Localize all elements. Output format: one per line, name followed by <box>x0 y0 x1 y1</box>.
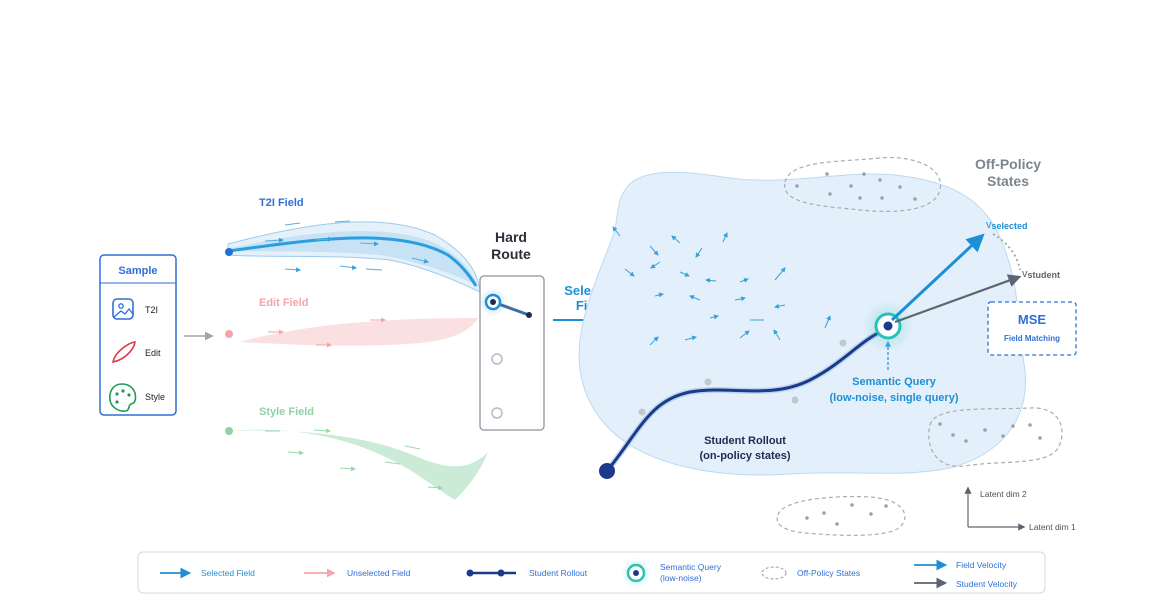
t2i-field-label: T2I Field <box>259 197 304 209</box>
mse-box: MSE Field Matching <box>987 301 1077 356</box>
svg-text:vselected: vselected <box>986 219 1028 231</box>
legend-student-velocity: Student Velocity <box>956 579 1018 589</box>
velocity-gap-arc <box>992 233 1021 271</box>
legend-field-velocity: Field Velocity <box>956 560 1007 570</box>
style-field <box>225 427 488 500</box>
off-policy-cluster-right <box>928 407 1063 467</box>
sample-item-t2i: T2I <box>145 305 158 315</box>
axis-y-label: Latent dim 2 <box>980 489 1027 499</box>
student-rollout-label-line2: (on-policy states) <box>699 450 790 462</box>
image-icon <box>112 298 134 320</box>
v-student-symbol: v <box>1022 268 1028 280</box>
off-policy-cluster-top <box>784 156 942 212</box>
legend-off-policy: Off-Policy States <box>797 568 860 578</box>
style-field-label: Style Field <box>259 406 314 418</box>
edit-field-label: Edit Field <box>259 297 309 309</box>
off-policy-cluster-bottom <box>776 496 906 536</box>
legend-swatch-semantic-query <box>621 558 651 588</box>
palette-icon <box>109 383 137 412</box>
vector-field-arrows <box>612 226 831 346</box>
sample-title: Sample <box>118 265 157 277</box>
semantic-query-label-line2: (low-noise, single query) <box>830 392 959 404</box>
v-student-sub: student <box>1028 270 1061 280</box>
sample-item-edit: Edit <box>145 348 161 358</box>
field-velocity-arrow <box>890 233 985 322</box>
mse-subtitle: Field Matching <box>1004 334 1060 343</box>
latent-axes <box>964 486 1026 531</box>
student-velocity-arrow <box>894 274 1022 324</box>
edit-field <box>225 317 478 348</box>
sample-item-style: Style <box>145 392 165 402</box>
latent-field-region <box>578 171 1027 476</box>
legend-selected-field: Selected Field <box>201 568 255 578</box>
legend-swatch-off-policy <box>761 566 787 580</box>
legend-semantic-query-line2: (low-noise) <box>660 573 702 583</box>
v-selected-sub: selected <box>992 221 1028 231</box>
t2i-field <box>225 220 481 293</box>
legend: Selected Field Unselected Field Student … <box>137 551 1046 594</box>
rollout-start-point <box>599 463 615 479</box>
student-rollout-label-line1: Student Rollout <box>704 435 786 447</box>
legend-swatch-student-rollout <box>466 569 516 577</box>
v-selected-symbol: v <box>986 219 992 231</box>
semantic-query-label-line1: Semantic Query <box>852 376 937 388</box>
off-policy-title-line2: States <box>987 173 1029 189</box>
router-switch <box>479 275 545 431</box>
sample-panel: Sample T2I Edit Style <box>99 254 177 416</box>
rollout-state-dots <box>638 339 847 416</box>
legend-unselected-field: Unselected Field <box>347 568 411 578</box>
legend-student-rollout: Student Rollout <box>529 568 588 578</box>
brush-icon <box>111 341 136 363</box>
router-title-line2: Route <box>491 246 531 262</box>
off-policy-title-line1: Off-Policy <box>975 156 1041 172</box>
svg-text:vstudent: vstudent <box>1022 268 1060 280</box>
mse-title: MSE <box>1018 312 1047 327</box>
legend-semantic-query-line1: Semantic Query <box>660 562 722 572</box>
router-title-line1: Hard <box>495 229 527 245</box>
axis-x-label: Latent dim 1 <box>1029 522 1076 532</box>
